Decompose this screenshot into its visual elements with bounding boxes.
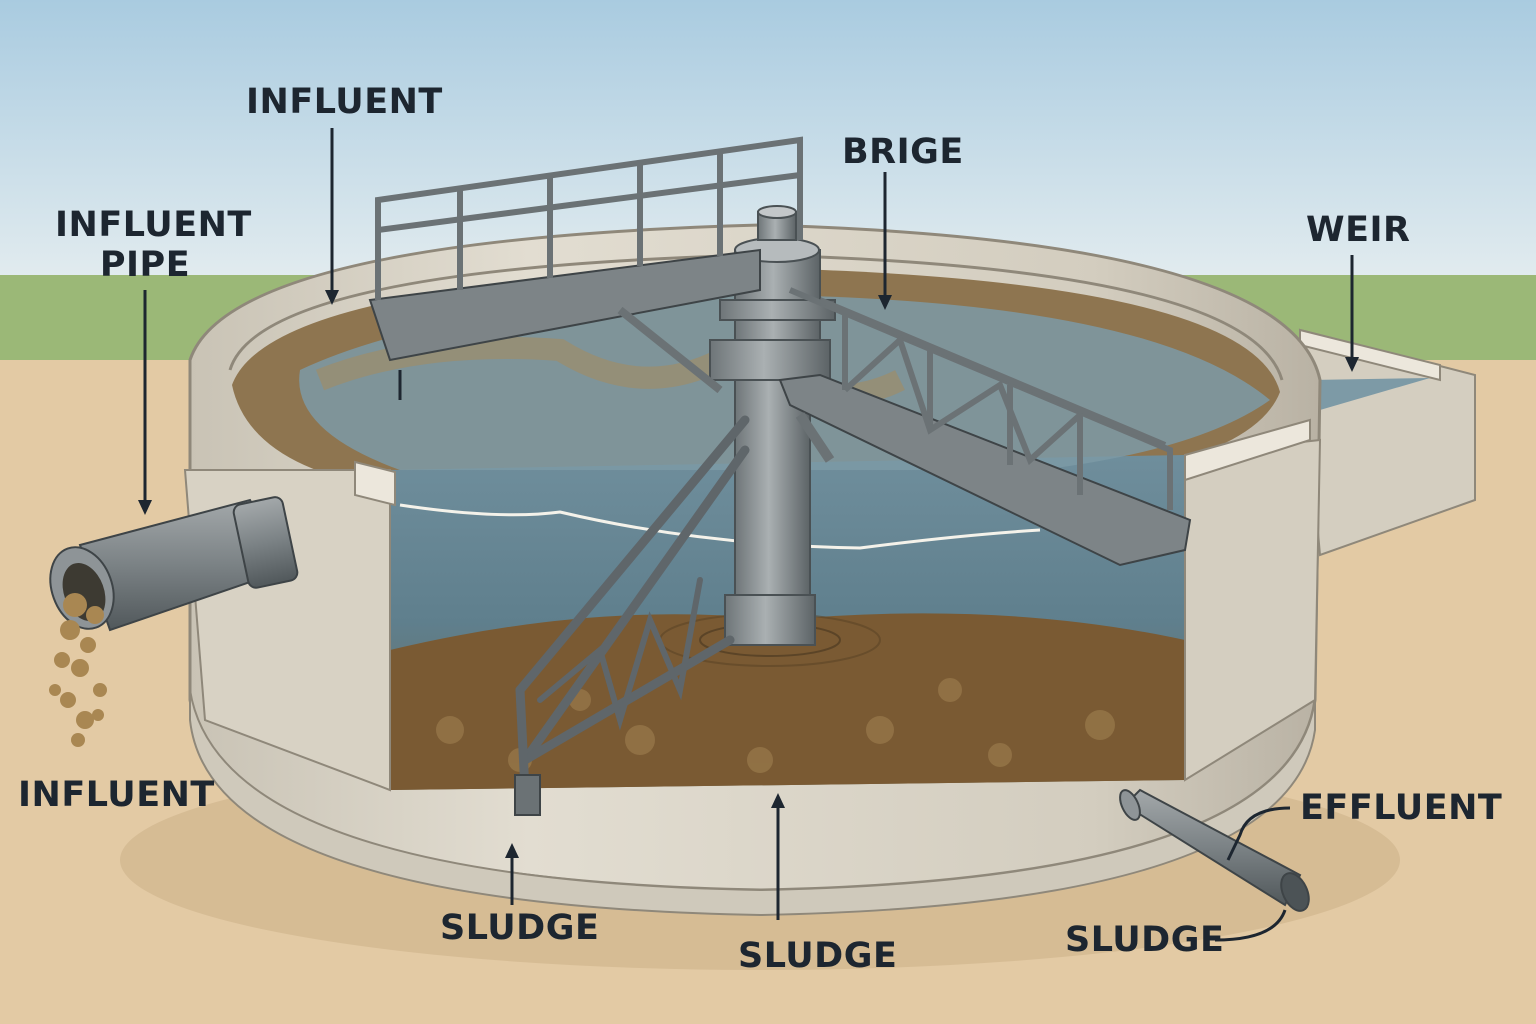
label-influent-top: INFLUENT bbox=[246, 82, 443, 122]
label-weir: WEIR bbox=[1306, 210, 1411, 250]
label-sludge-right: SLUDGE bbox=[1065, 920, 1225, 960]
weir-box bbox=[1298, 328, 1476, 557]
label-influent-pipe: INFLUENT PIPE bbox=[55, 205, 252, 285]
label-effluent: EFFLUENT bbox=[1300, 788, 1503, 828]
label-sludge-left: SLUDGE bbox=[440, 908, 600, 948]
label-influent-left: INFLUENT bbox=[18, 775, 215, 815]
walkway-left bbox=[368, 136, 803, 394]
label-sludge-center: SLUDGE bbox=[738, 936, 898, 976]
label-bridge: BRIGE bbox=[842, 132, 964, 172]
label-influent-pipe-line1: INFLUENT bbox=[55, 205, 252, 245]
bridge-right bbox=[778, 287, 1192, 567]
label-influent-pipe-line2: PIPE bbox=[99, 245, 191, 285]
arrow-heads bbox=[138, 290, 1359, 858]
sludge-pipe bbox=[1119, 788, 1310, 912]
leader-lines bbox=[143, 128, 1354, 942]
influent-pipe bbox=[49, 496, 299, 747]
rake-arm bbox=[515, 415, 750, 795]
